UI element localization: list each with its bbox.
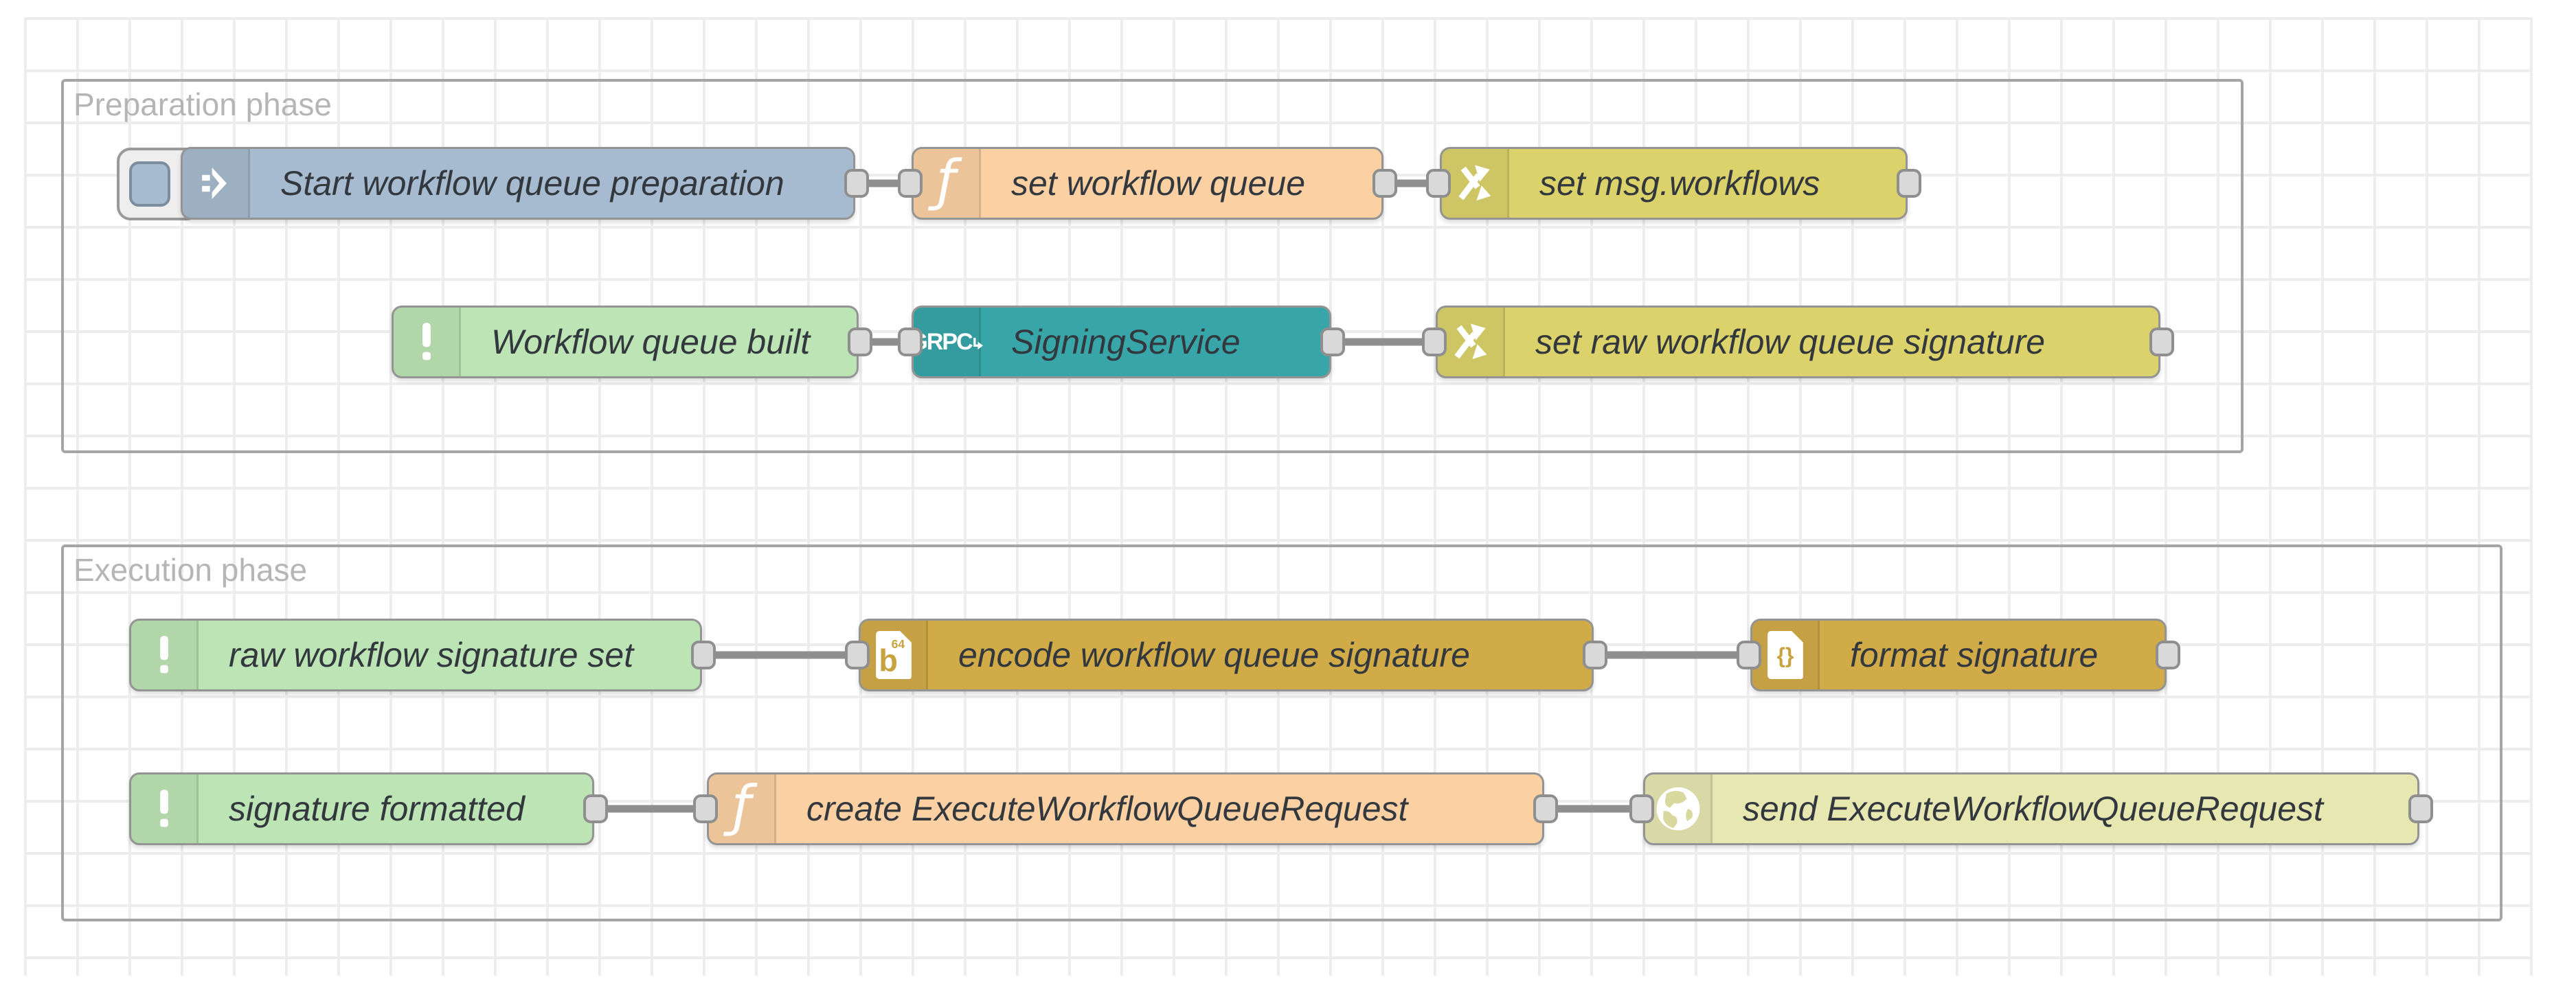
inject-start-workflow-queue-preparation[interactable]: Start workflow queue preparation: [181, 147, 855, 220]
node-icon-band: {}: [1752, 621, 1820, 689]
http-send-execute-workflow-queue-request[interactable]: send ExecuteWorkflowQueueRequest: [1643, 772, 2419, 845]
svg-text:64: 64: [891, 637, 905, 651]
grpc-arrow-icon: [973, 337, 983, 349]
input-port[interactable]: [898, 328, 923, 356]
json-braces-icon: {}: [1767, 631, 1803, 679]
output-port[interactable]: [2149, 328, 2174, 356]
output-port[interactable]: [2408, 794, 2433, 823]
exclamation-icon: [422, 323, 431, 360]
node-label: Start workflow queue preparation: [280, 164, 784, 203]
input-port[interactable]: [1629, 794, 1654, 823]
input-port[interactable]: [1737, 641, 1761, 669]
node-icon-band: [183, 149, 250, 218]
group-preparation-phase[interactable]: Preparation phase: [61, 79, 2244, 453]
output-port[interactable]: [583, 794, 608, 823]
node-icon-band: 64 b: [861, 621, 928, 689]
input-port[interactable]: [1422, 328, 1447, 356]
svg-text:{}: {}: [1776, 643, 1794, 668]
node-label: format signature: [1850, 636, 2099, 674]
template-format-signature[interactable]: {} format signature: [1750, 619, 2167, 691]
node-icon-band: [1438, 308, 1505, 376]
node-label: create ExecuteWorkflowQueueRequest: [806, 790, 1408, 828]
globe-icon: [1656, 787, 1699, 831]
group-execution-phase[interactable]: Execution phase: [61, 544, 2502, 921]
node-icon-band: [131, 621, 199, 689]
change-set-raw-workflow-queue-signature[interactable]: set raw workflow queue signature: [1436, 306, 2160, 378]
node-icon-band: ƒ: [709, 774, 776, 843]
node-label: send ExecuteWorkflowQueueRequest: [1743, 790, 2323, 828]
input-port[interactable]: [898, 169, 923, 198]
group-label: Execution phase: [74, 552, 308, 588]
base64-encode-workflow-queue-signature[interactable]: 64 b encode workflow queue signature: [859, 619, 1594, 691]
output-port[interactable]: [691, 641, 716, 669]
function-create-execute-workflow-queue-request[interactable]: ƒ create ExecuteWorkflowQueueRequest: [707, 772, 1544, 845]
node-icon-band: [1442, 149, 1509, 218]
change-shuffle-icon: [1458, 165, 1491, 200]
output-port[interactable]: [844, 169, 869, 198]
change-shuffle-icon: [1454, 323, 1487, 359]
node-icon-band: [1645, 774, 1713, 843]
event-signature-formatted[interactable]: signature formatted: [129, 772, 594, 845]
node-icon-band: ƒ: [914, 149, 981, 218]
input-port[interactable]: [845, 641, 870, 669]
node-label: raw workflow signature set: [229, 636, 634, 674]
change-set-msg-workflows[interactable]: set msg.workflows: [1440, 147, 1908, 220]
output-port[interactable]: [1583, 641, 1607, 669]
output-port[interactable]: [2156, 641, 2180, 669]
event-workflow-queue-built[interactable]: Workflow queue built: [392, 306, 859, 378]
grpc-signing-service[interactable]: GRPC SigningService: [909, 306, 1331, 378]
inject-arrow-icon: [201, 168, 227, 199]
group-label: Preparation phase: [74, 87, 332, 122]
output-port[interactable]: [848, 328, 872, 356]
base64-file-icon: 64 b: [875, 631, 912, 679]
function-set-workflow-queue[interactable]: ƒ set workflow queue: [912, 147, 1383, 220]
node-label: encode workflow queue signature: [958, 636, 1470, 674]
input-port[interactable]: [693, 794, 718, 823]
output-port[interactable]: [1372, 169, 1397, 198]
node-label: signature formatted: [229, 790, 525, 828]
node-label: set workflow queue: [1011, 164, 1306, 203]
output-port[interactable]: [1533, 794, 1558, 823]
node-label: SigningService: [1011, 323, 1241, 361]
function-icon: ƒ: [732, 774, 752, 838]
node-label: set msg.workflows: [1539, 164, 1820, 203]
node-icon-band: GRPC: [909, 308, 983, 376]
exclamation-icon: [159, 636, 168, 674]
svg-text:b: b: [879, 643, 898, 678]
output-port[interactable]: [1320, 328, 1345, 356]
node-label: Workflow queue built: [491, 323, 811, 361]
inject-button-inner[interactable]: [129, 161, 170, 207]
node-icon-band: [394, 308, 461, 376]
event-raw-workflow-signature-set[interactable]: raw workflow signature set: [129, 619, 702, 691]
input-port[interactable]: [1426, 169, 1451, 198]
node-label: set raw workflow queue signature: [1535, 323, 2046, 361]
exclamation-icon: [159, 790, 168, 827]
output-port[interactable]: [1897, 169, 1921, 198]
node-icon-band: [131, 774, 199, 843]
function-icon: ƒ: [936, 148, 956, 212]
